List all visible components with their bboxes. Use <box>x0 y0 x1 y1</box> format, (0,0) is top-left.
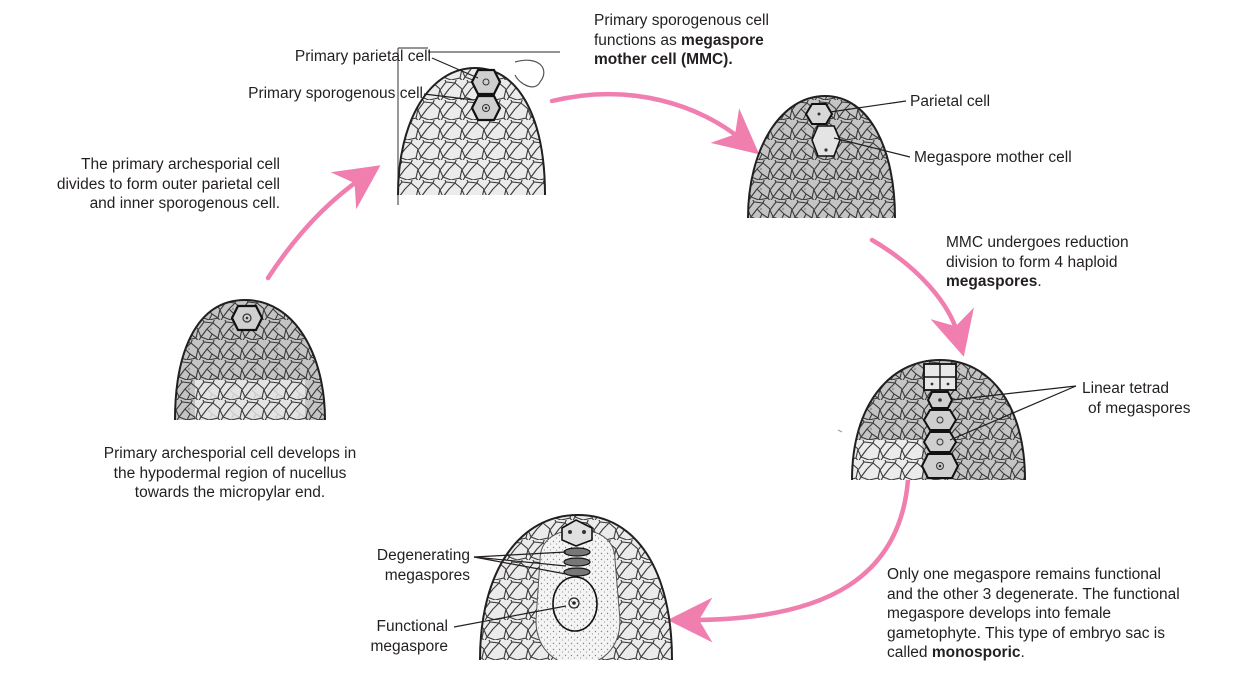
nucellus-mmc-stage <box>745 92 910 222</box>
nucellus-functional-stage <box>454 512 676 665</box>
top-caption: Primary sporogenous cell functions as me… <box>594 11 769 70</box>
label-primary-parietal-cell: Primary parietal cell <box>295 47 431 67</box>
label-megaspore-mother-cell: Megaspore mother cell <box>914 148 1072 168</box>
top-caption-line3: mother cell (MMC). <box>594 50 769 70</box>
bottom-right-caption: Only one megaspore remains functional an… <box>887 565 1180 663</box>
arrow-b-to-c <box>552 94 742 140</box>
nucellus-archesporial-stage <box>170 295 330 425</box>
bottom-left-caption: Primary archesporial cell develops in th… <box>70 444 390 503</box>
label-functional-megaspore: Functional megaspore <box>370 617 448 656</box>
label-degenerating-megaspores: Degenerating megaspores <box>377 546 470 585</box>
arrow-d-to-e <box>690 480 908 620</box>
nucellus-tetrad-stage <box>838 356 1076 484</box>
label-primary-sporogenous-cell: Primary sporogenous cell <box>248 84 423 104</box>
right-caption: MMC undergoes reduction division to form… <box>946 233 1129 292</box>
arrow-a-to-b <box>268 178 362 278</box>
left-caption: The primary archesporial cell divides to… <box>57 155 280 214</box>
degenerating-megaspores <box>564 548 590 576</box>
right-caption-line3: megaspores. <box>946 272 1129 292</box>
label-parietal-cell: Parietal cell <box>910 92 990 112</box>
top-caption-line2: functions as megaspore <box>594 31 769 51</box>
label-linear-tetrad: Linear tetrad of megaspores <box>1082 379 1191 418</box>
nucellus-division-stage <box>395 48 560 205</box>
bottom-right-caption-line5: called monosporic. <box>887 643 1180 663</box>
top-caption-line1: Primary sporogenous cell <box>594 11 769 31</box>
primary-parietal-cell <box>472 70 500 94</box>
